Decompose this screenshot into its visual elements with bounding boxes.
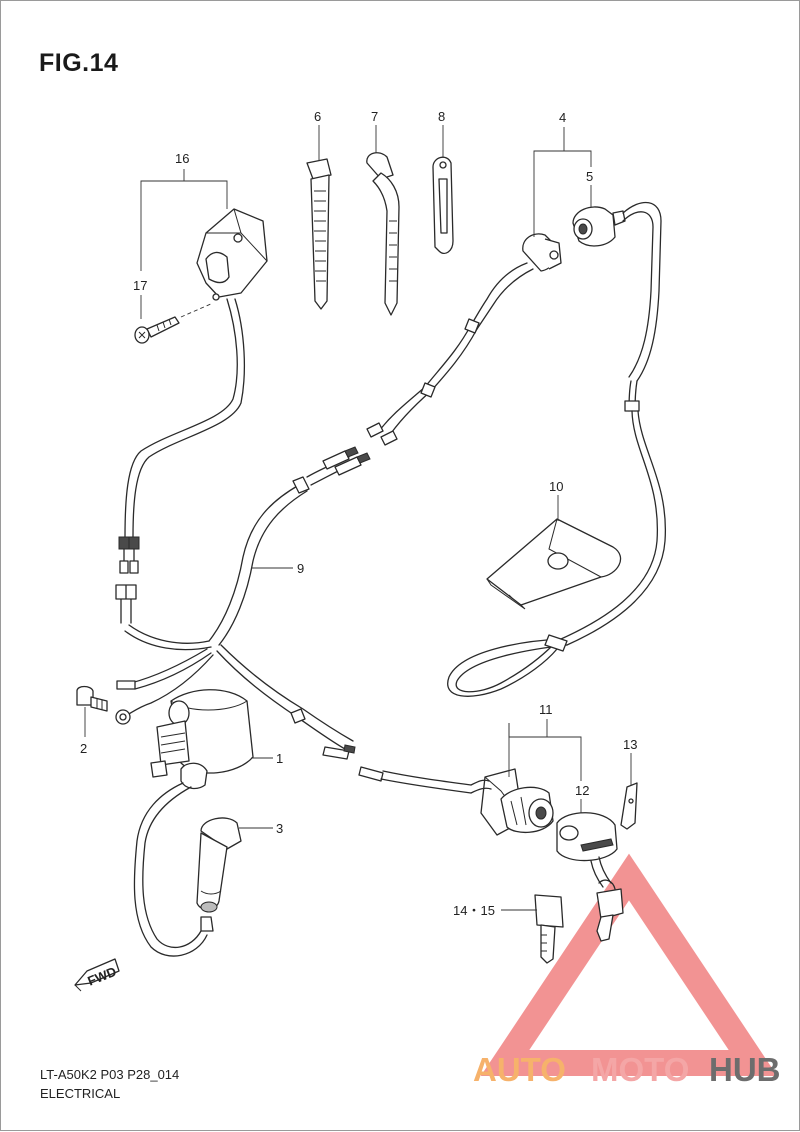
fwd-arrow-icon <box>74 958 120 992</box>
screw-17 <box>134 302 214 344</box>
spark-plug-cap-3 <box>196 817 242 913</box>
model-code: LT-A50K2 P03 P28_014 <box>40 1067 180 1082</box>
callout-5: 5 <box>586 169 593 184</box>
watermark-hub: HUB <box>709 1051 781 1088</box>
leader-lines <box>84 125 632 911</box>
holder-10 <box>486 518 622 610</box>
callout-16: 16 <box>175 151 189 166</box>
loop-wire <box>447 634 568 697</box>
callout-1: 1 <box>276 751 283 766</box>
ignition-switch-11 <box>470 768 554 836</box>
handlebar-switch-16 <box>118 208 268 574</box>
watermark-logo <box>480 853 778 1076</box>
watermark-auto: AUTO <box>473 1051 566 1088</box>
callout-10: 10 <box>549 479 563 494</box>
watermark-wordmark: AUTO MOTO HUB <box>473 1051 781 1088</box>
watermark-triangle <box>480 853 778 1076</box>
wire-band-7 <box>366 152 400 316</box>
cable-tie-6 <box>306 158 332 310</box>
callout-14-15: 14・15 <box>453 903 495 918</box>
key-switch-5 <box>560 201 667 646</box>
callout-6: 6 <box>314 109 321 124</box>
switch-4 <box>470 233 562 330</box>
clip-13 <box>620 782 638 830</box>
key-14 <box>534 894 564 964</box>
key-15 <box>596 879 624 942</box>
switch-cap-12 <box>556 812 618 888</box>
callout-4: 4 <box>559 110 566 125</box>
callout-11: 11 <box>539 702 553 717</box>
callout-3: 3 <box>276 821 283 836</box>
callout-8: 8 <box>438 109 445 124</box>
wiring-harness-9 <box>115 318 480 794</box>
callout-13: 13 <box>623 737 637 752</box>
callout-9: 9 <box>297 561 304 576</box>
callout-2: 2 <box>80 741 87 756</box>
ignition-coil-1 <box>133 689 254 957</box>
callout-12: 12 <box>575 783 589 798</box>
section-name: ELECTRICAL <box>40 1086 121 1101</box>
fwd-label: FWD <box>85 964 118 989</box>
watermark-moto: MOTO <box>591 1051 689 1088</box>
clamp-8 <box>432 156 454 255</box>
bolt-2 <box>76 685 108 712</box>
figure-title: FIG.14 <box>39 49 119 77</box>
callout-7: 7 <box>371 109 378 124</box>
callout-17: 17 <box>133 278 147 293</box>
